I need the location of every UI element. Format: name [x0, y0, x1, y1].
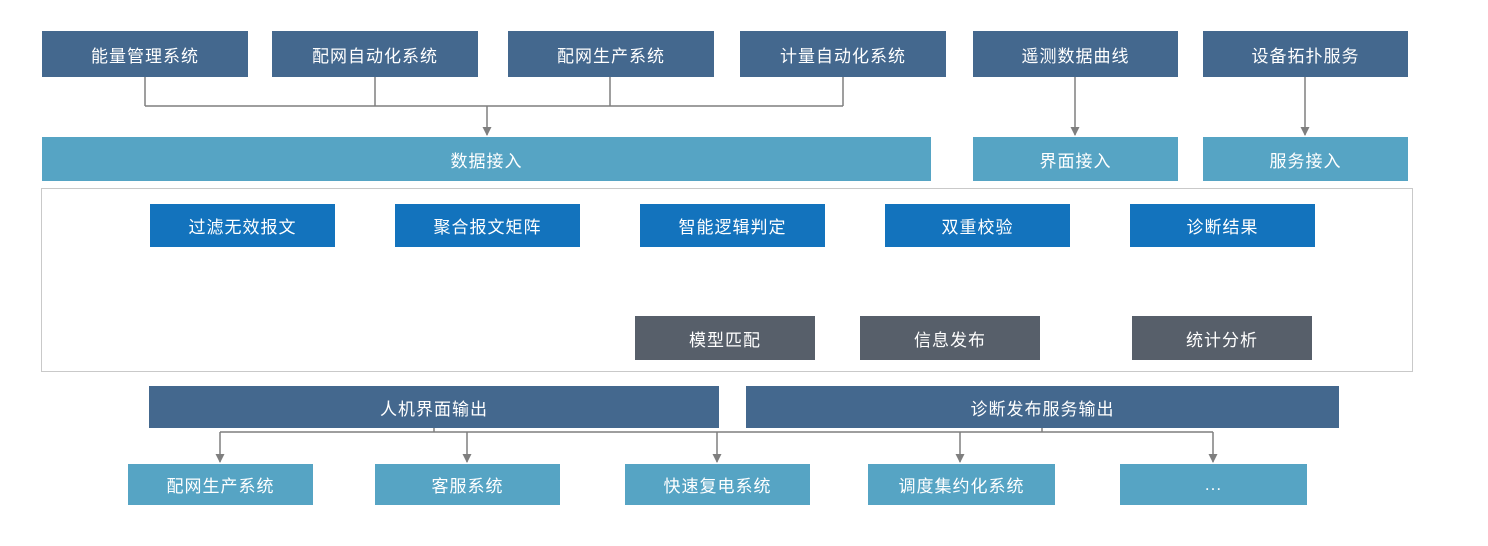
flow-intelligent-logic-judgment: 智能逻辑判定 [640, 204, 825, 247]
flow-diagnosis-result: 诊断结果 [1130, 204, 1315, 247]
data-access-bar: 数据接入 [42, 137, 931, 181]
flow-filter-invalid-messages: 过滤无效报文 [150, 204, 335, 247]
diagnosis-publish-output-bar: 诊断发布服务输出 [746, 386, 1339, 428]
source-distribution-production-system: 配网生产系统 [508, 31, 714, 77]
flow-aggregate-message-matrix: 聚合报文矩阵 [395, 204, 580, 247]
hmi-output-bar: 人机界面输出 [149, 386, 719, 428]
source-distribution-automation-system: 配网自动化系统 [272, 31, 478, 77]
result-statistics-analysis: 统计分析 [1132, 316, 1312, 360]
target-dispatch-centralization-system: 调度集约化系统 [868, 464, 1055, 505]
target-customer-service-system: 客服系统 [375, 464, 560, 505]
ui-access-box: 界面接入 [973, 137, 1178, 181]
target-more-ellipsis: ... [1120, 464, 1307, 505]
source-energy-management-system: 能量管理系统 [42, 31, 248, 77]
source-telemetry-data-curve: 遥测数据曲线 [973, 31, 1178, 77]
result-info-publish: 信息发布 [860, 316, 1040, 360]
result-model-matching: 模型匹配 [635, 316, 815, 360]
target-distribution-production-system: 配网生产系统 [128, 464, 313, 505]
service-access-box: 服务接入 [1203, 137, 1408, 181]
source-device-topology-service: 设备拓扑服务 [1203, 31, 1408, 77]
flow-double-verification: 双重校验 [885, 204, 1070, 247]
target-rapid-power-restoration-system: 快速复电系统 [625, 464, 810, 505]
source-metering-automation-system: 计量自动化系统 [740, 31, 946, 77]
